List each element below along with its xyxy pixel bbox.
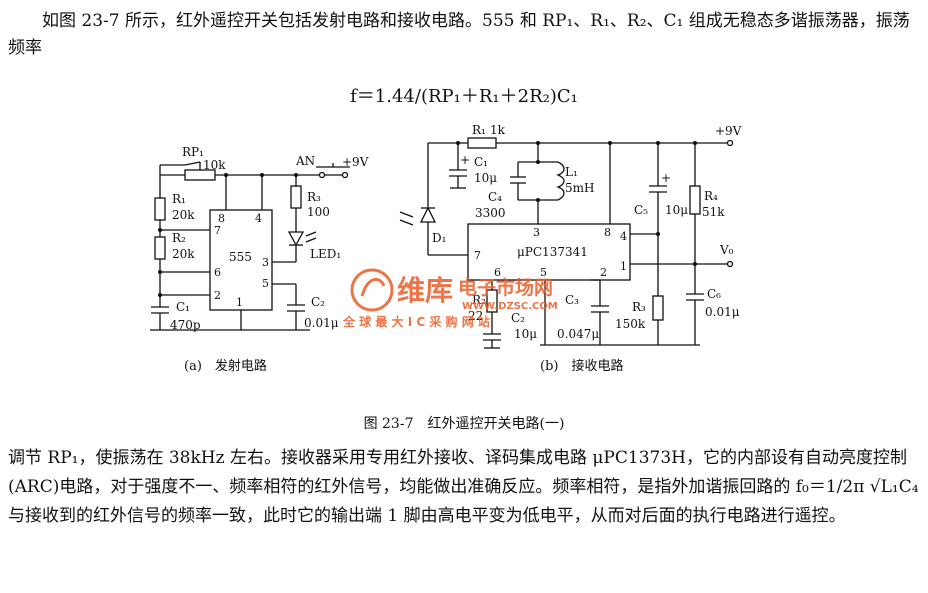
watermark-slogan: 全 球 最 大 I C 采 购 网 站 bbox=[342, 314, 490, 329]
rx-c2-value: 10μ bbox=[514, 327, 537, 341]
rx-pin-3-label: 3 bbox=[533, 226, 540, 239]
switch-label: AN bbox=[295, 154, 315, 168]
transmitter-circuit: RP₁ 10k AN +9V R₁ 20k R₂ 20k C₁ 470p bbox=[150, 145, 369, 332]
rx-c1-plus: + bbox=[460, 153, 470, 167]
c5-label: C₅ bbox=[634, 203, 648, 217]
c4-value: 3300 bbox=[475, 206, 506, 220]
c6-value: 0.01μ bbox=[705, 305, 740, 319]
explanation-paragraph: 调节 RP₁，使振荡在 38kHz 左右。接收器采用专用红外接收、译码集成电路 … bbox=[8, 448, 919, 526]
r1-resistor bbox=[154, 197, 166, 221]
rx-supply-label: +9V bbox=[715, 124, 742, 138]
l1-value: 5mH bbox=[565, 181, 594, 195]
ic-555 bbox=[209, 209, 273, 311]
rx-r1-value: 1k bbox=[490, 123, 506, 137]
rx-c3-value: 0.047μ bbox=[557, 327, 599, 341]
r3-value: 100 bbox=[307, 205, 330, 219]
r3-label: R₃ bbox=[307, 190, 321, 204]
watermark-site-name: 电子市场网 bbox=[458, 276, 553, 299]
pin-5-label: 5 bbox=[262, 277, 269, 290]
watermark-brand: 维库 bbox=[397, 274, 453, 307]
rx-r1-label: R₁ bbox=[472, 123, 486, 137]
site-watermark: 维库 电子市场网 WWW.DZSC.COM 全 球 最 大 I C 采 购 网 … bbox=[342, 268, 558, 329]
ic-upc1373 bbox=[467, 223, 631, 281]
r1-value: 20k bbox=[172, 208, 195, 222]
pin-4-label: 4 bbox=[255, 212, 262, 225]
rx-c1-value: 10μ bbox=[474, 171, 497, 185]
supply-a-label: +9V bbox=[342, 155, 369, 169]
r4-resistor bbox=[689, 185, 701, 215]
c1-label: C₁ bbox=[176, 300, 190, 314]
rx-pin-2-label: 2 bbox=[600, 266, 607, 279]
c2-value: 0.01μ bbox=[304, 316, 339, 330]
ic-555-label: 555 bbox=[229, 250, 252, 264]
d1-label: D₁ bbox=[432, 231, 446, 245]
led-label: LED₁ bbox=[310, 247, 341, 261]
rx-pin-1-label: 1 bbox=[620, 260, 627, 273]
c5-plus: + bbox=[661, 171, 671, 185]
vo-label: V₀ bbox=[719, 243, 734, 257]
pin-6-label: 6 bbox=[214, 266, 221, 279]
r4-value: 51k bbox=[702, 205, 725, 219]
rx-pin-5-label: 5 bbox=[540, 266, 547, 279]
c2-label: C₂ bbox=[311, 295, 325, 309]
rp1-label: RP₁ bbox=[182, 145, 204, 159]
rx-r1-resistor bbox=[467, 137, 497, 149]
photodiode-d1 bbox=[419, 206, 437, 223]
intro-paragraph: 如图 23-7 所示，红外遥控开关包括发射电路和接收电路。555 和 RP₁、R… bbox=[8, 11, 910, 58]
rx-pin-6-label: 6 bbox=[494, 266, 501, 279]
subcaption-transmitter: (a) 发射电路 bbox=[184, 359, 267, 374]
rx-r3-value: 150k bbox=[615, 317, 646, 331]
watermark-logo-icon bbox=[350, 268, 394, 312]
rx-r3-resistor bbox=[652, 295, 664, 321]
pin-8-label: 8 bbox=[218, 212, 225, 225]
rx-r3-label: R₃ bbox=[632, 300, 646, 314]
rx-c3-label: C₃ bbox=[565, 293, 579, 307]
r2-value: 20k bbox=[172, 247, 195, 261]
r2-resistor bbox=[154, 236, 166, 260]
l1-inductor bbox=[556, 161, 565, 201]
rx-c1-label: C₁ bbox=[474, 155, 488, 169]
pin-7-label: 7 bbox=[214, 224, 221, 237]
led-diode bbox=[287, 231, 305, 247]
rp1-value: 10k bbox=[203, 158, 226, 172]
l1-label: L₁ bbox=[565, 165, 578, 179]
r2-label: R₂ bbox=[172, 231, 186, 245]
pin-2-label: 2 bbox=[214, 289, 221, 302]
c5-value: 10μ bbox=[665, 203, 688, 217]
c6-label: C₆ bbox=[707, 287, 721, 301]
rx-r2-label: R₂ bbox=[472, 293, 486, 307]
pin-3-label: 3 bbox=[262, 256, 269, 269]
rx-pin-8-label: 8 bbox=[604, 226, 611, 239]
rx-pin-7-label: 7 bbox=[474, 249, 481, 262]
r3-resistor bbox=[290, 185, 302, 209]
subcaption-receiver: (b) 接收电路 bbox=[540, 359, 624, 374]
r1-label: R₁ bbox=[172, 192, 186, 206]
pin-1-label: 1 bbox=[236, 296, 243, 309]
oscillation-formula: f＝1.44/(RP₁＋R₁＋2R₂)C₁ bbox=[350, 86, 578, 107]
c1-value: 470p bbox=[170, 318, 201, 332]
figure-caption: 图 23-7 红外遥控开关电路(一) bbox=[363, 416, 565, 432]
rx-c2-label: C₂ bbox=[511, 311, 525, 325]
rx-ic-label: μPC137341 bbox=[517, 245, 588, 259]
c4-label: C₄ bbox=[488, 190, 502, 204]
rx-pin-4-label: 4 bbox=[620, 230, 627, 243]
receiver-circuit: R₁ 1k +9V D₁ + C₁ 10μ bbox=[399, 123, 742, 349]
r4-label: R₄ bbox=[704, 189, 718, 203]
rx-r2-value: 22 bbox=[468, 309, 483, 323]
watermark-url: WWW.DZSC.COM bbox=[462, 301, 558, 312]
